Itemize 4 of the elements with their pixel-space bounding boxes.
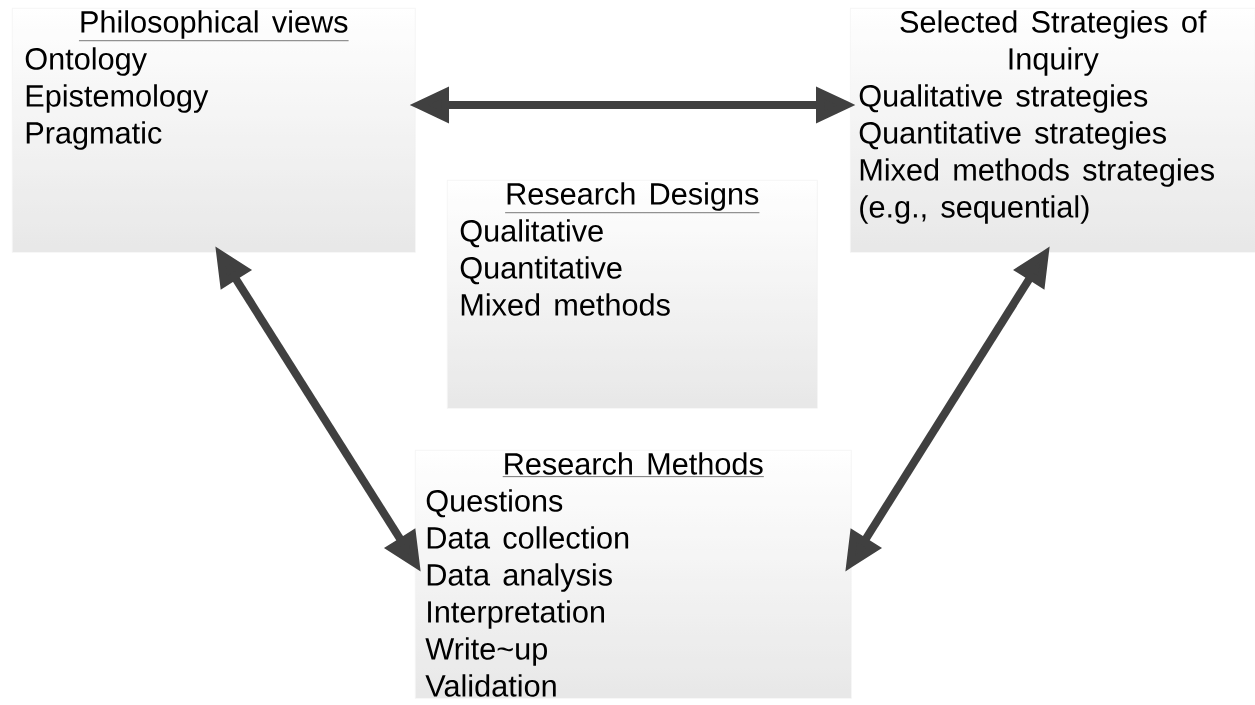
- text-box: Research Methods Questions Data collection Data analysis Interpretation Write~up Validation: [415, 450, 852, 699]
- text-box: Selected Strategies of Inquiry Qualitative strategies Quantitative strategies Mixed methods strategies (e.g., sequential): [850, 8, 1255, 253]
- text-box: Research Designs Qualitative Quantitative Mixed methods: [447, 180, 818, 409]
- text-box: Philosophical views Ontology Epistemology Pragmatic: [12, 8, 416, 253]
